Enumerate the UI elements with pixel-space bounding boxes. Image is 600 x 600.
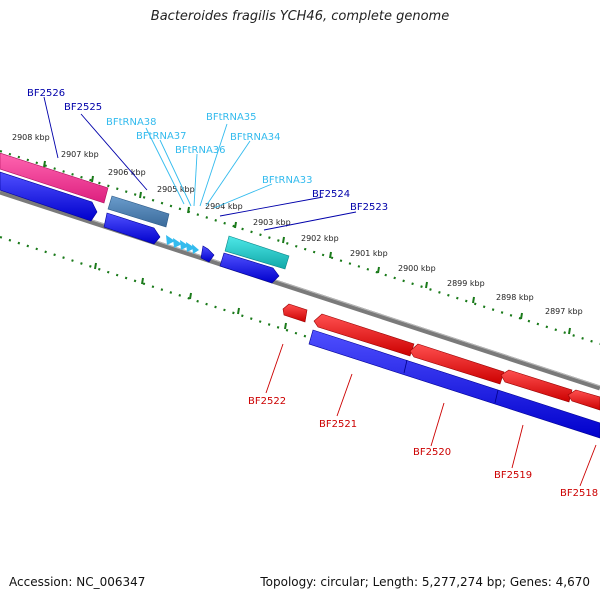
trna-label-BFtRNA35: BFtRNA35 xyxy=(206,112,257,123)
ruler-label: 2907 kbp xyxy=(61,150,99,159)
trna-label-BFtRNA36: BFtRNA36 xyxy=(175,145,226,156)
gene-label-BF2523: BF2523 xyxy=(350,202,388,213)
ruler-labels: 2908 kbp 2907 kbp 2906 kbp 2905 kbp 2904… xyxy=(12,133,583,316)
ruler-label: 2899 kbp xyxy=(447,279,485,288)
genome-backbone xyxy=(0,189,600,391)
genome-summary-text: Topology: circular; Length: 5,277,274 bp… xyxy=(260,575,590,589)
ruler-label: 2901 kbp xyxy=(350,249,388,258)
trna-label-BFtRNA38: BFtRNA38 xyxy=(106,117,157,128)
outer-major-ticks xyxy=(43,160,571,335)
ruler-label: 2904 kbp xyxy=(205,202,243,211)
cds-reverse-BF2521 xyxy=(313,313,415,357)
feature-labels: BF2526 BF2525 BFtRNA38 BFtRNA37 BFtRNA36… xyxy=(27,88,598,499)
feature-steel-BF2525 xyxy=(107,195,170,228)
cds-reverse-BF2518 xyxy=(567,389,600,411)
gene-label-BF2518: BF2518 xyxy=(560,488,598,499)
gene-label-BF2524: BF2524 xyxy=(312,189,350,200)
cds-reverse-BF2519 xyxy=(500,369,573,403)
ruler-label: 2900 kbp xyxy=(398,264,436,273)
gene-label-BF2519: BF2519 xyxy=(494,470,532,481)
cds-reverse-BF2522 xyxy=(282,303,308,323)
inner-tick-track xyxy=(0,235,600,434)
ruler-label: 2902 kbp xyxy=(301,234,339,243)
trna-label-BFtRNA34: BFtRNA34 xyxy=(230,132,281,143)
cds-forward-lower xyxy=(308,329,600,439)
cds-reverse-BF2520 xyxy=(409,343,505,385)
feature-pink-BF2526 xyxy=(0,152,109,204)
ruler-label: 2905 kbp xyxy=(157,185,195,194)
trna-label-BFtRNA37: BFtRNA37 xyxy=(136,131,187,142)
ruler-label: 2898 kbp xyxy=(496,293,534,302)
trna-arrows xyxy=(166,235,199,254)
ruler-label: 2908 kbp xyxy=(12,133,50,142)
cds-forward-BF2526 xyxy=(0,171,98,222)
gene-label-BF2522: BF2522 xyxy=(248,396,286,407)
feature-teal-BF2524 xyxy=(224,235,290,270)
leader-lines xyxy=(43,96,597,487)
accession-text: Accession: NC_006347 xyxy=(9,575,146,589)
ruler-label: 2897 kbp xyxy=(545,307,583,316)
cds-forward-BF2525 xyxy=(103,212,161,245)
outer-tick-track xyxy=(0,149,600,346)
cds-forward-BF2523 xyxy=(219,252,280,284)
gene-label-BF2526: BF2526 xyxy=(27,88,65,99)
gene-label-BF2521: BF2521 xyxy=(319,419,357,430)
map-title: Bacteroides fragilis YCH46, complete gen… xyxy=(150,9,450,24)
ruler-label: 2903 kbp xyxy=(253,218,291,227)
gene-label-BF2520: BF2520 xyxy=(413,447,451,458)
ruler-label: 2906 kbp xyxy=(108,168,146,177)
cds-forward-small xyxy=(200,245,215,263)
gene-label-BF2525: BF2525 xyxy=(64,102,102,113)
trna-label-BFtRNA33: BFtRNA33 xyxy=(262,175,313,186)
